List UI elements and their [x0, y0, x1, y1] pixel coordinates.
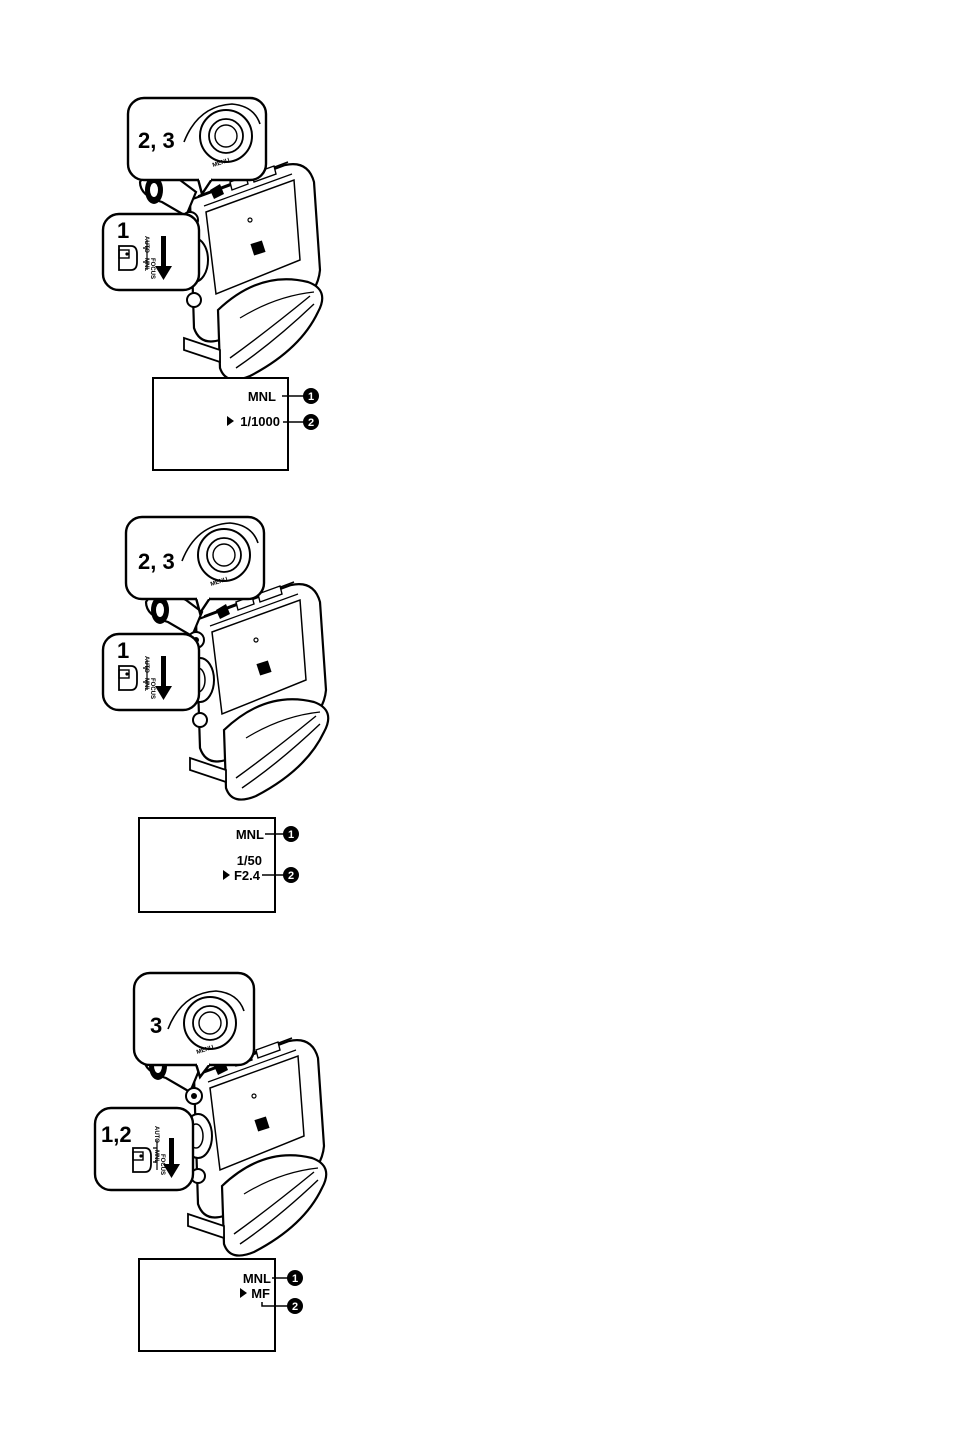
step-label: 1,2 [101, 1122, 132, 1147]
figure-3-dial-callout: 3 MENU [134, 973, 254, 1077]
svg-text:1: 1 [292, 1273, 298, 1285]
focus-mode-text: MF [251, 1286, 270, 1301]
figure-2-dial-callout: 2, 3 MENU [126, 517, 264, 613]
figure-3-switch-callout: 1,2 AUTO MNL FOCUS [95, 1108, 193, 1190]
step-label: 1 [117, 638, 129, 663]
focus-label: FOCUS [159, 1154, 165, 1175]
auto-label: AUTO [143, 656, 149, 673]
mode-text: MNL [236, 827, 264, 842]
lcd-screen-2: MNL 1/50 F2.4 1 2 [139, 818, 299, 912]
svg-text:2: 2 [288, 870, 294, 882]
mnl-label: MNL [143, 258, 149, 271]
mode-text: MNL [243, 1271, 271, 1286]
auto-label: AUTO [143, 236, 149, 253]
aperture-text: F2.4 [234, 868, 261, 883]
figure-1-switch-callout: 1 AUTO MNL FOCUS [103, 214, 199, 290]
step-label: 3 [150, 1013, 162, 1038]
figure-2-switch-callout: 1 AUTO MNL FOCUS [103, 634, 199, 710]
step-label: 1 [117, 218, 129, 243]
focus-label: FOCUS [149, 678, 155, 699]
auto-label: AUTO [153, 1126, 159, 1143]
svg-text:1: 1 [308, 391, 314, 403]
mnl-label: MNL [153, 1150, 159, 1163]
svg-text:1: 1 [288, 829, 294, 841]
lcd-screen-3: MNL MF 1 2 [139, 1259, 303, 1351]
step-label: 2, 3 [138, 549, 175, 574]
step-label: 2, 3 [138, 128, 175, 153]
mnl-label: MNL [143, 678, 149, 691]
svg-text:2: 2 [308, 417, 314, 429]
shutter-speed-text: 1/50 [237, 853, 262, 868]
lcd-screen-1: MNL 1/1000 1 2 [153, 378, 319, 470]
figure-1-dial-callout: 2, 3 MENU [128, 98, 266, 194]
svg-text:2: 2 [292, 1301, 298, 1313]
mode-text: MNL [248, 389, 276, 404]
shutter-speed-text: 1/1000 [240, 414, 280, 429]
focus-label: FOCUS [149, 258, 155, 279]
